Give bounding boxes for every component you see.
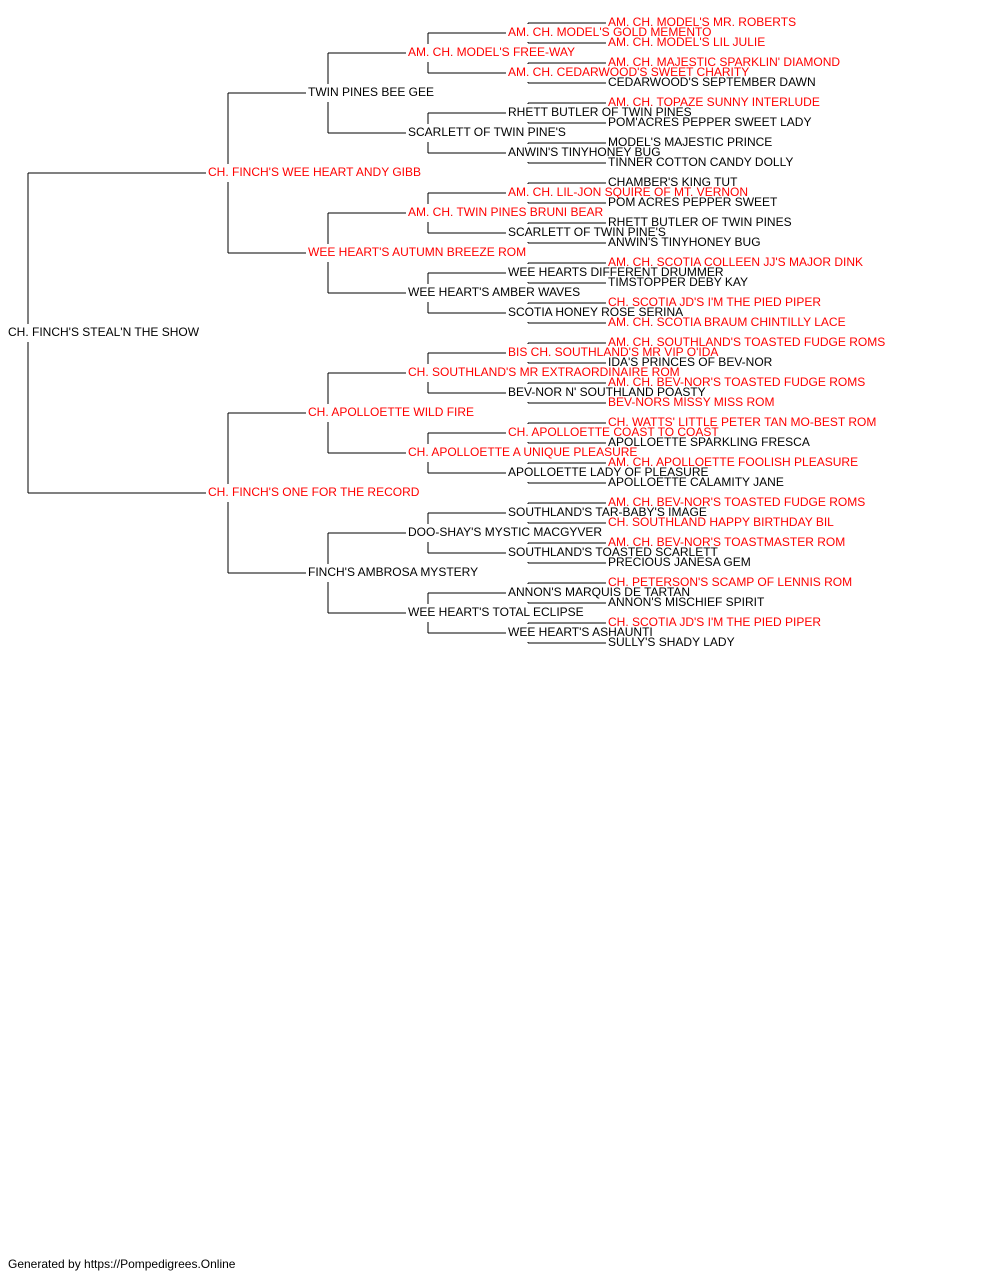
ancestor-name: CH. SOUTHLAND HAPPY BIRTHDAY BIL (608, 515, 834, 529)
ancestor-name: WEE HEART'S TOTAL ECLIPSE (408, 605, 584, 619)
ancestor-name: MODEL'S MAJESTIC PRINCE (608, 135, 772, 149)
ancestor-name: PRECIOUS JANESA GEM (608, 555, 751, 569)
ancestor-name: AM. CH. TOPAZE SUNNY INTERLUDE (608, 95, 820, 109)
ancestor-name: WEE HEARTS DIFFERENT DRUMMER (508, 265, 724, 279)
ancestor-name: CH. WATTS' LITTLE PETER TAN MO-BEST ROM (608, 415, 876, 429)
ancestor-name: AM. CH. TWIN PINES BRUNI BEAR (408, 205, 603, 219)
ancestor-name: AM. CH. BEV-NOR'S TOASTMASTER ROM (608, 535, 845, 549)
ancestor-name: ANWIN'S TINYHONEY BUG (508, 145, 661, 159)
ancestor-name: IDA'S PRINCES OF BEV-NOR (608, 355, 773, 369)
ancestor-name: BIS CH. SOUTHLAND'S MR VIP O'IDA (508, 345, 718, 359)
ancestor-name: CH. FINCH'S WEE HEART ANDY GIBB (208, 165, 421, 179)
ancestor-name: ANWIN'S TINYHONEY BUG (608, 235, 761, 249)
ancestor-name: AM. CH. MODEL'S FREE-WAY (408, 45, 575, 59)
ancestor-name: AM. CH. APOLLOETTE FOOLISH PLEASURE (608, 455, 858, 469)
ancestor-name: CHAMBER'S KING TUT (608, 175, 738, 189)
ancestor-name: SCARLETT OF TWIN PINE'S (408, 125, 566, 139)
footer-credit: Generated by https://Pompedigrees.Online (8, 1257, 236, 1271)
ancestor-name: APOLLOETTE LADY OF PLEASURE (508, 465, 709, 479)
ancestor-name: CH. APOLLOETTE COAST TO COAST (508, 425, 719, 439)
ancestor-name: SOUTHLAND'S TAR-BABY'S IMAGE (508, 505, 707, 519)
ancestor-name: AM. CH. MODEL'S GOLD MEMENTO (508, 25, 711, 39)
ancestor-name: APOLLOETTE SPARKLING FRESCA (608, 435, 810, 449)
ancestor-name: ANNON'S MISCHIEF SPIRIT (608, 595, 765, 609)
subject-dog-name: CH. FINCH'S STEAL'N THE SHOW (8, 325, 200, 339)
ancestor-name: CH. SCOTIA JD'S I'M THE PIED PIPER (608, 615, 821, 629)
ancestor-name: TINNER COTTON CANDY DOLLY (608, 155, 793, 169)
ancestor-name: WEE HEART'S AMBER WAVES (408, 285, 580, 299)
ancestor-name: AM. CH. MODEL'S MR. ROBERTS (608, 15, 796, 29)
ancestor-name: AM. CH. CEDARWOOD'S SWEET CHARITY (508, 65, 749, 79)
ancestor-name: ANNON'S MARQUIS DE TARTAN (508, 585, 690, 599)
ancestor-name: CH. PETERSON'S SCAMP OF LENNIS ROM (608, 575, 852, 589)
ancestor-name: RHETT BUTLER OF TWIN PINES (508, 105, 692, 119)
ancestor-name: AM. CH. BEV-NOR'S TOASTED FUDGE ROMS (608, 375, 865, 389)
ancestor-name: POM'ACRES PEPPER SWEET LADY (608, 115, 811, 129)
ancestor-name: FINCH'S AMBROSA MYSTERY (308, 565, 478, 579)
ancestor-name: POM ACRES PEPPER SWEET (608, 195, 778, 209)
ancestor-name: AM. CH. BEV-NOR'S TOASTED FUDGE ROMS (608, 495, 865, 509)
ancestor-name: BEV-NORS MISSY MISS ROM (608, 395, 774, 409)
ancestor-name: APOLLOETTE CALAMITY JANE (608, 475, 784, 489)
ancestor-name: CH. SOUTHLAND'S MR EXTRAORDINAIRE ROM (408, 365, 680, 379)
ancestor-name: CEDARWOOD'S SEPTEMBER DAWN (608, 75, 816, 89)
ancestor-name: RHETT BUTLER OF TWIN PINES (608, 215, 792, 229)
ancestor-name: CH. SCOTIA JD'S I'M THE PIED PIPER (608, 295, 821, 309)
ancestor-name: AM. CH. MAJESTIC SPARKLIN' DIAMOND (608, 55, 840, 69)
ancestor-name: DOO-SHAY'S MYSTIC MACGYVER (408, 525, 602, 539)
ancestor-name: AM. CH. SCOTIA BRAUM CHINTILLY LACE (608, 315, 846, 329)
ancestor-name: CH. FINCH'S ONE FOR THE RECORD (208, 485, 420, 499)
ancestor-name: AM. CH. SOUTHLAND'S TOASTED FUDGE ROMS (608, 335, 885, 349)
ancestor-name: CH. APOLLOETTE WILD FIRE (308, 405, 474, 419)
ancestor-name: TWIN PINES BEE GEE (308, 85, 434, 99)
ancestor-name: WEE HEART'S ASHAUNTI (508, 625, 653, 639)
ancestor-name: BEV-NOR N' SOUTHLAND POASTY (508, 385, 706, 399)
ancestor-name: TIMSTOPPER DEBY KAY (608, 275, 748, 289)
ancestor-name: CH. APOLLOETTE A UNIQUE PLEASURE (408, 445, 637, 459)
ancestor-name: SCOTIA HONEY ROSE SERINA (508, 305, 683, 319)
ancestor-name: SOUTHLAND'S TOASTED SCARLETT (508, 545, 719, 559)
ancestor-name: SCARLETT OF TWIN PINE'S (508, 225, 666, 239)
ancestor-name: WEE HEART'S AUTUMN BREEZE ROM (308, 245, 526, 259)
ancestor-name: AM. CH. MODEL'S LIL JULIE (608, 35, 765, 49)
ancestor-name: SULLY'S SHADY LADY (608, 635, 735, 649)
ancestor-name: AM. CH. LIL-JON SQUIRE OF MT. VERNON (508, 185, 748, 199)
ancestor-name: AM. CH. SCOTIA COLLEEN JJ'S MAJOR DINK (608, 255, 863, 269)
